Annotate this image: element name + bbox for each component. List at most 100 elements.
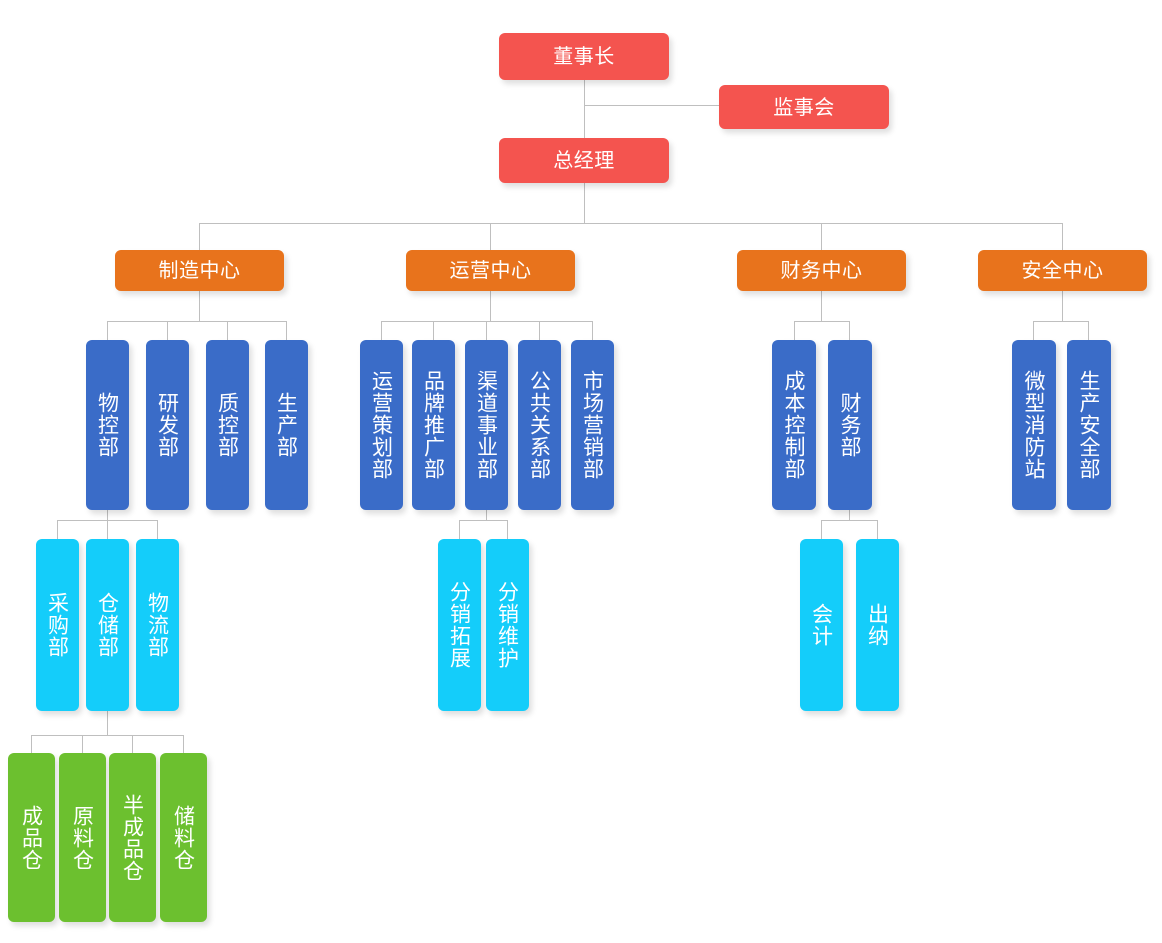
connector-storage-stem	[107, 711, 108, 735]
node-dept-channel-business[interactable]: 渠道事业部	[465, 340, 508, 510]
connector-finance-sub-bus	[821, 520, 877, 521]
node-center-finance-label: 财务中心	[780, 258, 863, 283]
connector-finance-bus	[794, 321, 850, 322]
connector-drop-ops-2	[486, 321, 487, 340]
connector-drop-manufacturing	[199, 223, 200, 250]
node-center-finance[interactable]: 财务中心	[737, 250, 906, 291]
connector-gm-trunk	[584, 183, 585, 224]
node-sub-storage[interactable]: 仓储部	[86, 539, 129, 711]
node-dept-finance-label: 财务部	[838, 392, 863, 458]
node-supervisory-board-label: 监事会	[773, 94, 835, 119]
connector-drop-wh-3	[183, 735, 184, 753]
node-dept-cost-control[interactable]: 成本控制部	[772, 340, 816, 510]
connector-drop-mfg-2	[227, 321, 228, 340]
node-sub-storage-label: 仓储部	[95, 592, 120, 658]
connector-drop-sub-0	[57, 520, 58, 539]
connector-manufacturing-stem	[199, 291, 200, 321]
node-dept-operations-planning-label: 运营策划部	[369, 370, 394, 480]
node-sub-accounting-label: 会计	[809, 603, 834, 647]
node-sub-distribution-maintenance[interactable]: 分销维护	[486, 539, 529, 711]
node-dept-public-relations-label: 公共关系部	[527, 370, 552, 480]
connector-centers-bus	[199, 223, 1063, 224]
connector-drop-fin-1	[849, 321, 850, 340]
connector-finance-stem	[821, 291, 822, 321]
connector-drop-wh-1	[82, 735, 83, 753]
node-warehouse-material-storage-label: 储料仓	[171, 804, 196, 871]
connector-drop-chan-0	[459, 520, 460, 539]
node-warehouse-finished-goods[interactable]: 成品仓	[8, 753, 55, 922]
node-center-operations-label: 运营中心	[449, 258, 532, 283]
connector-drop-finsub-0	[821, 520, 822, 539]
node-center-operations[interactable]: 运营中心	[406, 250, 575, 291]
connector-chairman-trunk	[584, 80, 585, 138]
node-dept-rnd[interactable]: 研发部	[146, 340, 189, 510]
node-dept-finance[interactable]: 财务部	[828, 340, 872, 510]
node-warehouse-material-storage[interactable]: 储料仓	[160, 753, 207, 922]
connector-drop-fin-0	[794, 321, 795, 340]
node-dept-quality-control-label: 质控部	[215, 392, 240, 458]
connector-drop-operations	[490, 223, 491, 250]
node-dept-operations-planning[interactable]: 运营策划部	[360, 340, 403, 510]
connector-matctrl-stem	[107, 510, 108, 520]
connector-drop-wh-2	[132, 735, 133, 753]
connector-drop-saf-0	[1033, 321, 1034, 340]
node-dept-brand-promotion[interactable]: 品牌推广部	[412, 340, 455, 510]
connector-safety-stem	[1062, 291, 1063, 321]
connector-drop-ops-1	[433, 321, 434, 340]
node-center-manufacturing[interactable]: 制造中心	[115, 250, 284, 291]
connector-drop-safety	[1062, 223, 1063, 250]
node-warehouse-raw-material[interactable]: 原料仓	[59, 753, 106, 922]
connector-manufacturing-bus	[107, 321, 286, 322]
node-dept-production-safety-label: 生产安全部	[1077, 370, 1102, 480]
node-dept-channel-business-label: 渠道事业部	[474, 370, 499, 480]
connector-drop-sub-1	[107, 520, 108, 539]
connector-drop-ops-0	[381, 321, 382, 340]
connector-drop-ops-4	[592, 321, 593, 340]
connector-drop-mfg-0	[107, 321, 108, 340]
node-center-manufacturing-label: 制造中心	[158, 258, 241, 283]
node-dept-quality-control[interactable]: 质控部	[206, 340, 249, 510]
node-dept-production-safety[interactable]: 生产安全部	[1067, 340, 1111, 510]
node-chairman[interactable]: 董事长	[499, 33, 669, 80]
node-sub-cashier[interactable]: 出纳	[856, 539, 899, 711]
connector-channel-bus	[459, 520, 508, 521]
node-dept-micro-fire-station-label: 微型消防站	[1022, 370, 1047, 480]
connector-finance-dept-stem	[849, 510, 850, 520]
node-supervisory-board[interactable]: 监事会	[719, 85, 889, 129]
node-chairman-label: 董事长	[553, 44, 615, 69]
node-dept-brand-promotion-label: 品牌推广部	[421, 370, 446, 480]
node-general-manager-label: 总经理	[553, 148, 615, 173]
node-dept-cost-control-label: 成本控制部	[782, 370, 807, 480]
node-warehouse-semi-finished[interactable]: 半成品仓	[109, 753, 156, 922]
node-dept-marketing-label: 市场营销部	[580, 370, 605, 480]
node-sub-cashier-label: 出纳	[865, 603, 890, 647]
node-dept-production[interactable]: 生产部	[265, 340, 308, 510]
connector-drop-ops-3	[539, 321, 540, 340]
connector-drop-saf-1	[1088, 321, 1089, 340]
connector-drop-wh-0	[31, 735, 32, 753]
node-sub-purchasing[interactable]: 采购部	[36, 539, 79, 711]
node-dept-micro-fire-station[interactable]: 微型消防站	[1012, 340, 1056, 510]
node-sub-distribution-maintenance-label: 分销维护	[495, 581, 520, 669]
node-warehouse-raw-material-label: 原料仓	[70, 804, 95, 871]
node-center-safety[interactable]: 安全中心	[978, 250, 1147, 291]
node-sub-distribution-expansion[interactable]: 分销拓展	[438, 539, 481, 711]
node-sub-logistics[interactable]: 物流部	[136, 539, 179, 711]
node-warehouse-finished-goods-label: 成品仓	[19, 804, 44, 871]
connector-drop-mfg-1	[167, 321, 168, 340]
node-sub-logistics-label: 物流部	[145, 592, 170, 658]
connector-drop-sub-2	[157, 520, 158, 539]
node-dept-public-relations[interactable]: 公共关系部	[518, 340, 561, 510]
node-general-manager[interactable]: 总经理	[499, 138, 669, 183]
connector-supervisory-board	[584, 105, 719, 106]
connector-drop-mfg-3	[286, 321, 287, 340]
node-sub-accounting[interactable]: 会计	[800, 539, 843, 711]
node-dept-material-control-label: 物控部	[95, 392, 120, 458]
node-warehouse-semi-finished-label: 半成品仓	[120, 793, 145, 882]
node-dept-material-control[interactable]: 物控部	[86, 340, 129, 510]
node-sub-distribution-expansion-label: 分销拓展	[447, 581, 472, 669]
connector-drop-finance	[821, 223, 822, 250]
connector-channel-stem	[486, 510, 487, 520]
node-dept-marketing[interactable]: 市场营销部	[571, 340, 614, 510]
